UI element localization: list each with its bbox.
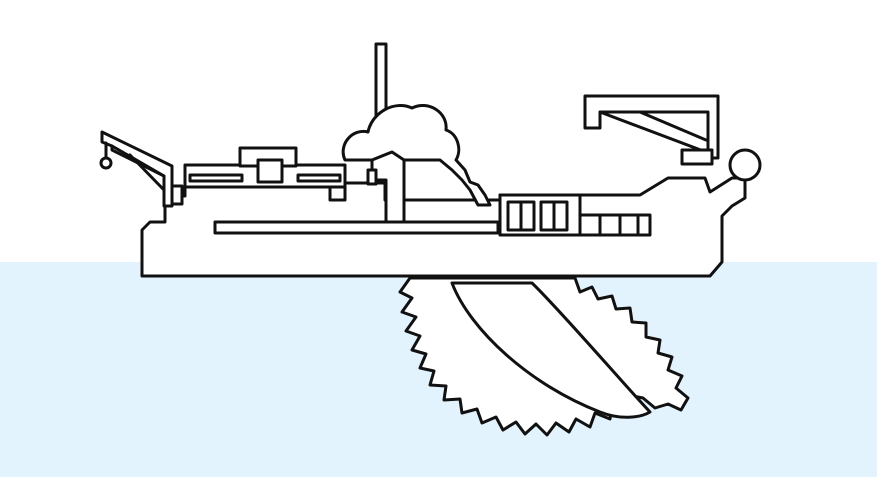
stern-crane-hook	[99, 156, 113, 170]
stern-crane-brace	[110, 144, 166, 192]
deckhouse-window	[256, 158, 284, 184]
deckhouse-stripe-right	[296, 173, 342, 183]
deckhouse-stripe-left	[188, 173, 244, 183]
trencher-saw-inner-blade	[450, 281, 652, 419]
bow-crane	[583, 94, 720, 160]
forward-deck-box	[578, 213, 652, 237]
bow-crane-post	[680, 148, 714, 166]
spoil-cloud	[341, 104, 492, 207]
bow-crane-brace	[598, 110, 708, 154]
porthole	[366, 168, 378, 186]
porthole	[170, 184, 184, 206]
deck-rail	[213, 220, 500, 235]
bow-bulb	[728, 148, 762, 182]
